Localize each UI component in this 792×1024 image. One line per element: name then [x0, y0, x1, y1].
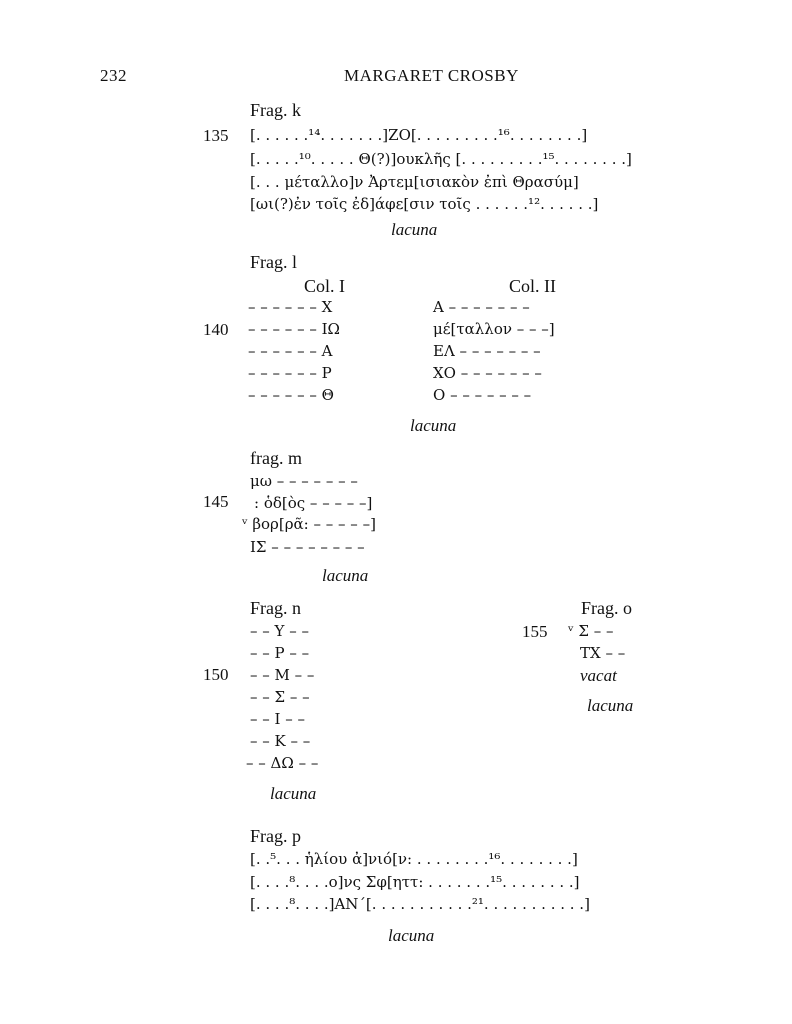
col-2-line-4: ΧΟ – – – – – – – — [433, 364, 542, 382]
frag-o-vacat: vacat — [580, 666, 617, 685]
frag-n-line-1: – – Υ – – — [250, 622, 309, 640]
frag-o-lacuna: lacuna — [587, 696, 634, 715]
frag-n-line-7: – – ΔΩ – – — [246, 754, 319, 772]
line-number-140: 140 — [203, 320, 229, 339]
frag-m-lacuna: lacuna — [322, 566, 369, 585]
frag-k-line-1: [. . . . . .¹⁴. . . . . . .]ΖΟ[. . . . .… — [250, 126, 588, 144]
frag-m-line-2: : ὁδ[ὸς – – – – –] — [254, 494, 373, 512]
frag-p-line-2: [. . . .⁸. . . .ο]νς Σφ[ηττ: . . . . . .… — [250, 873, 580, 891]
col-2-line-2: μέ[ταλλον – – –] — [433, 320, 555, 338]
frag-k-lacuna: lacuna — [391, 220, 438, 239]
frag-k-line-4: [ωι(?)ἐν τοῖς ἐδ]άφε[σιν τοῖς . . . . . … — [250, 195, 599, 213]
col-1-line-4: – – – – – – Ρ — [248, 364, 332, 382]
frag-m-line-3: ᵛ βορ[ρᾶ: – – – – –] — [242, 515, 376, 533]
col-1-line-5: – – – – – – Θ — [248, 386, 334, 404]
frag-o-line-1: ᵛ Σ – – — [568, 622, 614, 640]
col-2-line-1: Α – – – – – – – — [433, 298, 530, 316]
line-number-145: 145 — [203, 492, 229, 511]
frag-p-line-1: [. .⁵. . . ἡλίου ἀ]νιό[ν: . . . . . . . … — [250, 850, 578, 868]
frag-m-label: frag. m — [250, 448, 302, 468]
frag-l-label: Frag. l — [250, 252, 297, 272]
frag-m-line-1: μω – – – – – – – — [250, 472, 358, 490]
frag-o-line-2: ΤΧ – – — [580, 644, 626, 662]
frag-n-line-3: – – Μ – – — [250, 666, 315, 684]
frag-k-label: Frag. k — [250, 100, 301, 120]
frag-m-line-4: ΙΣ – – – – – – – – — [250, 538, 365, 556]
frag-l-lacuna: lacuna — [410, 416, 457, 435]
frag-n-line-6: – – Κ – – — [250, 732, 311, 750]
page-number: 232 — [100, 66, 127, 85]
col-2-header: Col. II — [509, 276, 556, 296]
frag-k-line-2: [. . . . .¹⁰. . . . . Θ(?)]ουκλῆς [. . .… — [250, 150, 632, 168]
frag-p-line-3: [. . . .⁸. . . .]ΑΝ΄[. . . . . . . . . .… — [250, 895, 590, 913]
frag-o-label: Frag. o — [581, 598, 632, 618]
frag-n-line-4: – – Σ – – — [250, 688, 310, 706]
frag-k-line-3: [. . . μέταλλο]ν Ἀρτεμ[ισιακὸν ἐπὶ Θρασύ… — [250, 173, 579, 191]
running-title: MARGARET CROSBY — [344, 66, 519, 85]
col-2-line-3: ΕΛ – – – – – – – — [433, 342, 541, 360]
frag-p-lacuna: lacuna — [388, 926, 435, 945]
line-number-155: 155 — [522, 622, 548, 641]
frag-n-line-2: – – Ρ – – — [250, 644, 310, 662]
col-2-line-5: Ο – – – – – – – — [433, 386, 532, 404]
col-1-line-2: – – – – – – ΙΩ — [248, 320, 340, 338]
line-number-135: 135 — [203, 126, 229, 145]
frag-n-line-5: – – Ι – – — [250, 710, 305, 728]
col-1-line-3: – – – – – – Α — [248, 342, 333, 360]
frag-n-lacuna: lacuna — [270, 784, 317, 803]
line-number-150: 150 — [203, 665, 229, 684]
frag-p-label: Frag. p — [250, 826, 301, 846]
frag-n-label: Frag. n — [250, 598, 301, 618]
col-1-header: Col. I — [304, 276, 346, 296]
col-1-line-1: – – – – – – Χ — [248, 298, 333, 316]
